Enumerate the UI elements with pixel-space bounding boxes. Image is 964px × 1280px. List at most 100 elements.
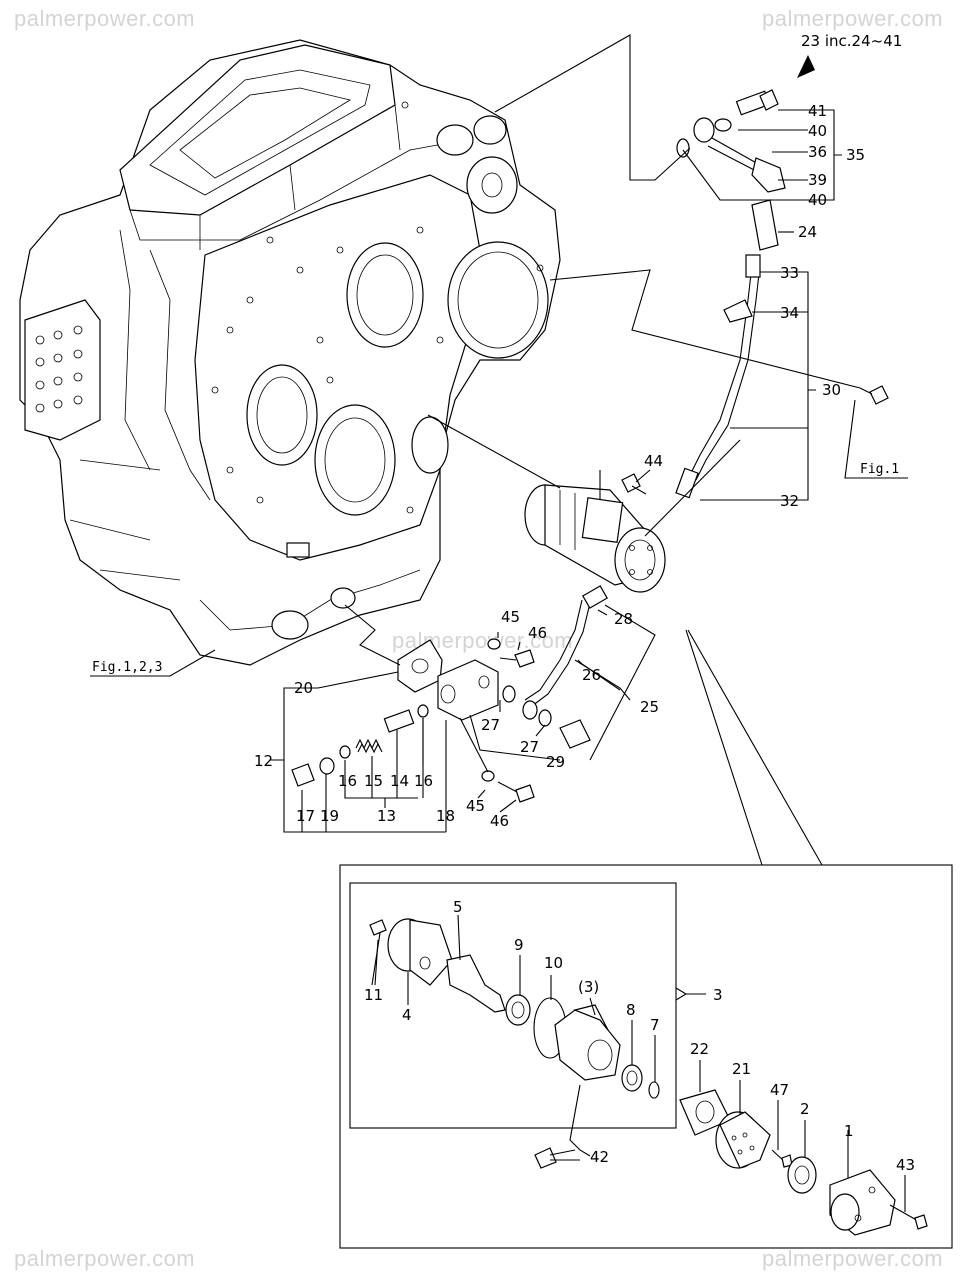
callout-46-top: 46 [528, 624, 547, 642]
callout-45-bottom: 45 [466, 797, 485, 815]
callout-26: 26 [582, 666, 601, 684]
callout-42: 42 [590, 1148, 609, 1166]
part-22-gasket [679, 1089, 731, 1136]
callout-44: 44 [644, 452, 663, 470]
detail-frame [339, 864, 953, 1249]
leader-lines [90, 34, 908, 1212]
callout-19: 19 [320, 807, 339, 825]
callout-20: 20 [294, 679, 313, 697]
callout-24: 24 [798, 223, 817, 241]
callout-35: 35 [846, 146, 865, 164]
callout-15: 15 [364, 772, 383, 790]
callout-40-top: 40 [808, 122, 827, 140]
callout-29: 29 [546, 753, 565, 771]
callout-33: 33 [780, 264, 799, 282]
part-21-plate [715, 1111, 771, 1169]
fig1-ref: Fig.1 [860, 462, 899, 477]
assembly-note-arrow-icon [797, 55, 815, 78]
part-4-cover [387, 918, 453, 986]
part-2-gasket [787, 1156, 817, 1194]
watermark-top-left: palmerpower.com [14, 6, 196, 31]
part-18-valve-block [437, 659, 499, 721]
callout-13: 13 [377, 807, 396, 825]
part-11-bolt [369, 919, 387, 986]
callout-36: 36 [808, 143, 827, 161]
callout-5: 5 [453, 898, 463, 916]
part-9-bearing [505, 994, 531, 1026]
callout-1: 1 [844, 1122, 854, 1140]
callout-7: 7 [650, 1016, 660, 1034]
part-20-gasket [397, 639, 443, 693]
callout-17: 17 [296, 807, 315, 825]
callout-25: 25 [640, 698, 659, 716]
face-bolt-holes [211, 101, 544, 514]
part-45-washer-top [487, 638, 501, 650]
part-42-plug [534, 1147, 580, 1169]
callout-8: 8 [626, 1001, 636, 1019]
part-47-bolt [771, 1149, 793, 1168]
callout-10: 10 [544, 954, 563, 972]
callout-45-top: 45 [501, 608, 520, 626]
callout-40-bottom: 40 [808, 191, 827, 209]
assembly-note: 23 inc.24~41 [801, 32, 902, 50]
part-46-bolt-bottom [497, 781, 535, 803]
left-plate-holes [35, 325, 83, 413]
callout-16-right: 16 [414, 772, 433, 790]
callout-32: 32 [780, 492, 799, 510]
part-8-bearing [621, 1064, 643, 1092]
fig1-bolt [859, 385, 889, 405]
callout-3: 3 [713, 986, 723, 1004]
part-7-snap-ring [648, 1081, 660, 1099]
part-25-pipe-assembly [522, 585, 608, 749]
part-3-housing [554, 1004, 621, 1081]
part-44-bolt [621, 473, 647, 495]
callout-28: 28 [614, 610, 633, 628]
part-5-shaft [446, 954, 506, 1013]
transmission-housing [19, 39, 561, 666]
part-27-washer [502, 685, 516, 703]
part-40-washer-left [676, 138, 690, 158]
callout-2: 2 [800, 1100, 810, 1118]
callout-14: 14 [390, 772, 409, 790]
callout-39: 39 [808, 171, 827, 189]
callout-41: 41 [808, 102, 827, 120]
part-19-washer [319, 757, 335, 775]
part-15-spring [355, 738, 383, 754]
part-16-ring-right [417, 704, 429, 718]
part-1-pump [829, 1169, 896, 1236]
subassembly-3-frame [349, 882, 677, 1129]
callout-3-inner: (3) [578, 978, 599, 996]
callout-47: 47 [770, 1081, 789, 1099]
pump-assembly [524, 484, 666, 593]
callout-12: 12 [254, 752, 273, 770]
callout-27-top: 27 [481, 716, 500, 734]
part-14-plunger [383, 709, 415, 733]
callout-18: 18 [436, 807, 455, 825]
part-30-pipe-assembly [675, 254, 761, 499]
part-24-sleeve [751, 199, 779, 251]
callout-4: 4 [402, 1006, 412, 1024]
fig123-ref: Fig.1,2,3 [92, 660, 162, 675]
callout-30: 30 [822, 381, 841, 399]
part-46-bolt-top [499, 649, 535, 668]
part-41-banjo-bolt [735, 89, 779, 116]
watermark-top-right: palmerpower.com [762, 6, 944, 31]
callout-34: 34 [780, 304, 799, 322]
detail-projection-lines [685, 629, 823, 866]
part-43-bolt [889, 1204, 928, 1230]
part-36-pipe [693, 117, 786, 193]
callout-43: 43 [896, 1156, 915, 1174]
callout-16-left: 16 [338, 772, 357, 790]
part-16-ring-left [339, 745, 351, 759]
watermark-bottom-right: palmerpower.com [762, 1246, 944, 1271]
callout-22: 22 [690, 1040, 709, 1058]
part-45-washer-bottom [481, 770, 495, 782]
watermark-bottom-left: palmerpower.com [14, 1246, 196, 1271]
callout-46-bottom: 46 [490, 812, 509, 830]
callout-9: 9 [514, 936, 524, 954]
callout-21: 21 [732, 1060, 751, 1078]
callout-11: 11 [364, 986, 383, 1004]
callout-27-bottom: 27 [520, 738, 539, 756]
part-40-washer-top [714, 118, 732, 132]
